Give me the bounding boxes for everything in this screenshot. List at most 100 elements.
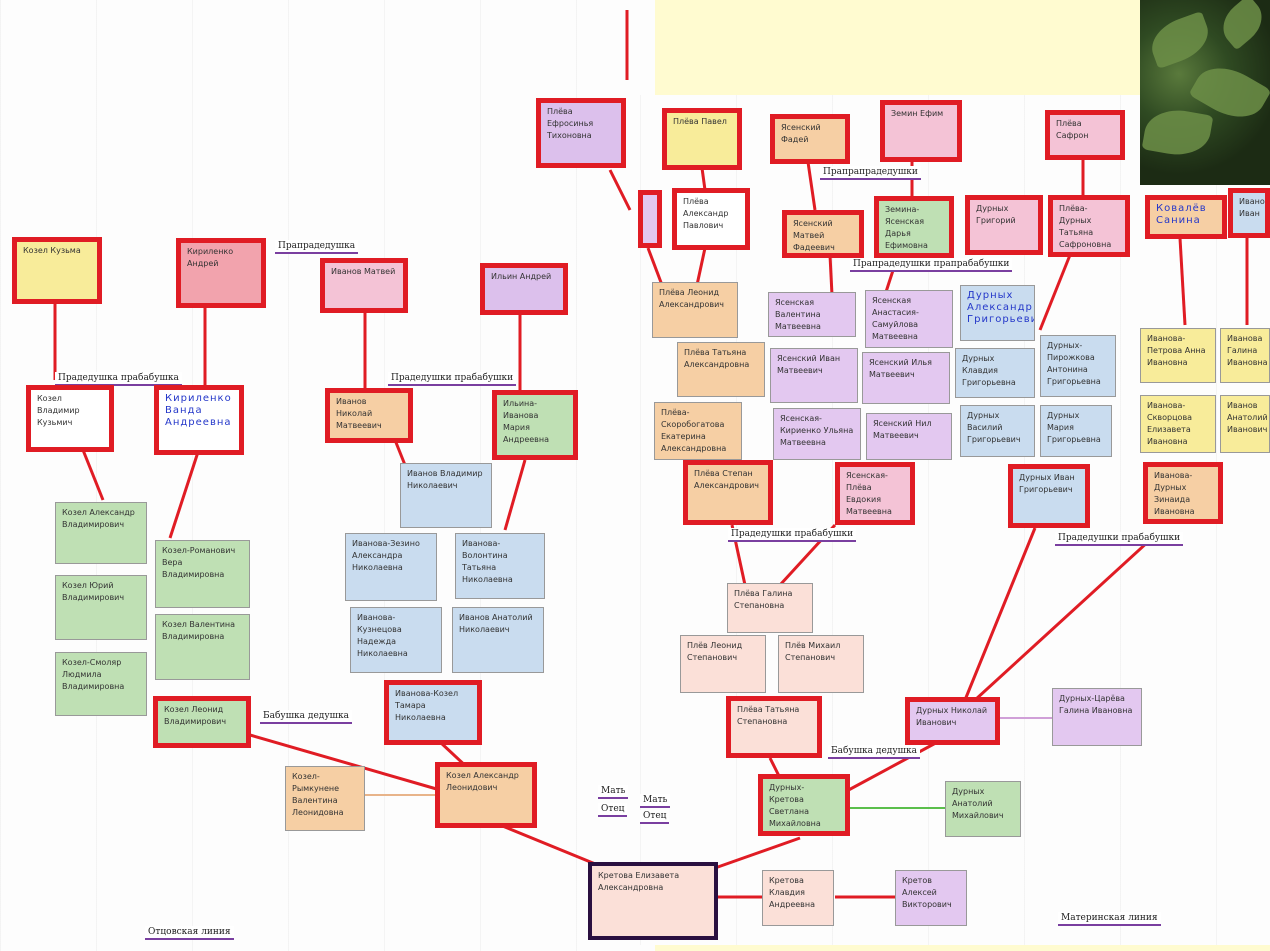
- person-name: Плёва Галина Степановна: [734, 589, 793, 610]
- person-name: Иванова Галина Ивановна: [1227, 334, 1268, 367]
- person-pleva-skorobogatova: Плёва-Скоробогатова Екатерина Александро…: [654, 402, 742, 460]
- person-name: Иванова-Козел Тамара Николаевна: [395, 689, 459, 722]
- person-name: Дурных-Пирожкова Антонина Григорьевна: [1047, 341, 1101, 386]
- person-durnyh-vasiliy: Дурных Василий Григорьевич: [960, 405, 1035, 457]
- person-kozel-kuzma: Козел Кузьма: [12, 237, 102, 304]
- person-name: Козел Кузьма: [23, 246, 81, 255]
- label-praprad-right: Прапрадедушки прапрабабушки: [850, 258, 1013, 272]
- person-yasenskiy-mateyi: Ясенский Матвей Фадеевич: [782, 210, 864, 258]
- person-name: Плёв Леонид Степанович: [687, 641, 743, 662]
- person-name: Дурных-Кретова Светлана Михайловна: [769, 783, 821, 828]
- person-kozel-alexandr-l: Козел Александр Леонидович: [435, 762, 537, 828]
- person-name: Плёва Ефросинья Тихоновна: [547, 107, 594, 140]
- person-ivanova-galina: Иванова Галина Ивановна: [1220, 328, 1270, 383]
- person-pleva-galina: Плёва Галина Степановна: [727, 583, 813, 633]
- person-kozel-yuri: Козел Юрий Владимирович: [55, 575, 147, 640]
- person-name: Ясенская Валентина Матвеевна: [775, 298, 821, 331]
- person-ivanov-vladimir: Иванов Владимир Николаевич: [400, 463, 492, 528]
- person-kovalev-sanina: Ковалёв Санина: [1145, 195, 1227, 239]
- label-otec2: Отец: [640, 810, 670, 824]
- person-name: Плёв Михаил Степанович: [785, 641, 841, 662]
- person-name: Дурных Василий Григорьевич: [967, 411, 1021, 444]
- person-ivanova-volontina: Иванова-Волонтина Татьяна Николаевна: [455, 533, 545, 599]
- person-name: Ильин Андрей: [491, 272, 552, 281]
- person-name: Плёва Леонид Александрович: [659, 288, 725, 309]
- person-name: Иванов Николай Матвеевич: [336, 397, 382, 430]
- person-name: Дурных Мария Григорьевна: [1047, 411, 1101, 444]
- person-name: Дурных-Царёва Галина Ивановна: [1059, 694, 1133, 715]
- person-name: Козел Юрий Владимирович: [62, 581, 125, 602]
- person-yasenskaya-anastasia: Ясенская Анастасия-Самуйлова Матвеевна: [865, 290, 953, 348]
- label-praprapra-right: Прапрапрадедушки: [820, 166, 921, 180]
- person-durnyh-anatoliy: Дурных Анатолий Михайлович: [945, 781, 1021, 837]
- person-name: Иванов Анатолий Иванович: [1227, 401, 1268, 434]
- person-ivanova-skvorcova: Иванова-Скворцова Елизавета Ивановна: [1140, 395, 1216, 453]
- person-durnyh-ivan: Дурных Иван Григорьевич: [1008, 464, 1090, 528]
- person-durnyh-maria: Дурных Мария Григорьевна: [1040, 405, 1112, 457]
- person-pleva-mihail: Плёв Михаил Степанович: [778, 635, 864, 693]
- person-name: Ковалёв Санина: [1156, 203, 1207, 226]
- person-partial-box: [638, 190, 662, 248]
- person-name: Козел Владимир Кузьмич: [37, 394, 80, 427]
- person-name: Кириленко Ванда Андреевна: [165, 393, 232, 428]
- person-name: Ясенский Иван Матвеевич: [777, 354, 841, 375]
- person-name: Плёва Татьяна Александровна: [684, 348, 750, 369]
- person-pleva-stepan: Плёва Степан Александрович: [683, 460, 773, 525]
- person-kretova-klavdia: Кретова Клавдия Андреевна: [762, 870, 834, 926]
- person-kozel-smolyar: Козел-Смоляр Людмила Владимировна: [55, 652, 147, 716]
- person-name: Дурных Александр Григорьевич: [967, 290, 1034, 325]
- person-name: Иванов Иван: [1239, 197, 1270, 218]
- person-pleva-leonid-s: Плёв Леонид Степанович: [680, 635, 766, 693]
- plant-photo: [1140, 0, 1270, 185]
- person-yasenskaya-pleva: Ясенская-Плёва Евдокия Матвеевна: [835, 462, 915, 525]
- person-name: Иванова-Зезино Александра Николаевна: [352, 539, 420, 572]
- person-name: Плёва Сафрон: [1056, 119, 1089, 140]
- person-name: Плёва-Скоробогатова Екатерина Александро…: [661, 408, 727, 453]
- person-yasenskiy-ilya: Ясенский Илья Матвеевич: [862, 352, 950, 404]
- label-praded-left2: Прадедушки прабабушки: [388, 372, 517, 386]
- person-kozel-romanovich: Козел-Романович Вера Владимировна: [155, 540, 250, 608]
- person-kirilenko-andrey: Кириленко Андрей: [176, 238, 266, 308]
- person-pleva-pavel: Плёва Павел: [662, 108, 742, 170]
- person-name: Кретов Алексей Викторович: [902, 876, 952, 909]
- person-yasenskiy-nil: Ясенский Нил Матвеевич: [866, 413, 952, 460]
- person-name: Кретова Елизавета Александровна: [598, 871, 680, 892]
- person-yasenskiy-ivan: Ясенский Иван Матвеевич: [770, 348, 858, 403]
- person-name: Плёва Татьяна Степановна: [737, 705, 800, 726]
- person-name: Земин Ефим: [891, 109, 944, 118]
- person-name: Иванов Владимир Николаевич: [407, 469, 483, 490]
- label-praded-right2: Прадедушки прабабушки: [1055, 532, 1184, 546]
- person-pleva-leonid: Плёва Леонид Александрович: [652, 282, 738, 338]
- person-name: Иванов Матвей: [331, 267, 396, 276]
- person-pleva-tatyana-s: Плёва Татьяна Степановна: [726, 696, 822, 758]
- person-name: Козел-Рымкунене Валентина Леонидовна: [292, 772, 344, 817]
- person-ivanova-petrova: Иванова-Петрова Анна Ивановна: [1140, 328, 1216, 383]
- person-ilyin-andrey: Ильин Андрей: [480, 263, 568, 315]
- label-praded-left1: Прадедушка прабабушка: [55, 372, 182, 386]
- label-babushka-left: Бабушка дедушка: [260, 710, 352, 724]
- person-ivanova-durnyh: Иванова-Дурных Зинаида Ивановна: [1143, 462, 1223, 524]
- person-name: Козел-Смоляр Людмила Владимировна: [62, 658, 125, 691]
- person-ilyina-maria: Ильина-Иванова Мария Андреевна: [492, 390, 578, 460]
- person-ivanov-matvey: Иванов Матвей: [320, 258, 408, 313]
- person-name: Иванова-Петрова Анна Ивановна: [1147, 334, 1206, 367]
- person-kozel-rymkunene: Козел-Рымкунене Валентина Леонидовна: [285, 766, 365, 831]
- person-kretova-elizaveta: Кретова Елизавета Александровна: [588, 862, 718, 940]
- person-durnyh-grigoriy: Дурных Григорий: [965, 195, 1043, 255]
- person-name: Иванова-Скворцова Елизавета Ивановна: [1147, 401, 1193, 446]
- person-name: Кретова Клавдия Андреевна: [769, 876, 816, 909]
- person-name: Козел Александр Владимирович: [62, 508, 135, 529]
- person-name: Земина-Ясенская Дарья Ефимовна: [885, 205, 928, 250]
- label-otcovskaya: Отцовская линия: [145, 926, 234, 940]
- person-durnyh-klavdia: Дурных Клавдия Григорьевна: [955, 348, 1035, 398]
- person-name: Ясенский Матвей Фадеевич: [793, 219, 835, 252]
- person-name: Дурных Клавдия Григорьевна: [962, 354, 1016, 387]
- person-name: Кириленко Андрей: [187, 247, 234, 268]
- person-name: Иванова-Волонтина Татьяна Николаевна: [462, 539, 513, 584]
- person-kozel-leonid: Козел Леонид Владимирович: [153, 696, 251, 748]
- person-name: Дурных Николай Иванович: [916, 706, 988, 727]
- person-zemin-efim: Земин Ефим: [880, 100, 962, 162]
- person-name: Плёва-Дурных Татьяна Сафроновна: [1059, 204, 1112, 249]
- person-yasenskaya-valentina: Ясенская Валентина Матвеевна: [768, 292, 856, 337]
